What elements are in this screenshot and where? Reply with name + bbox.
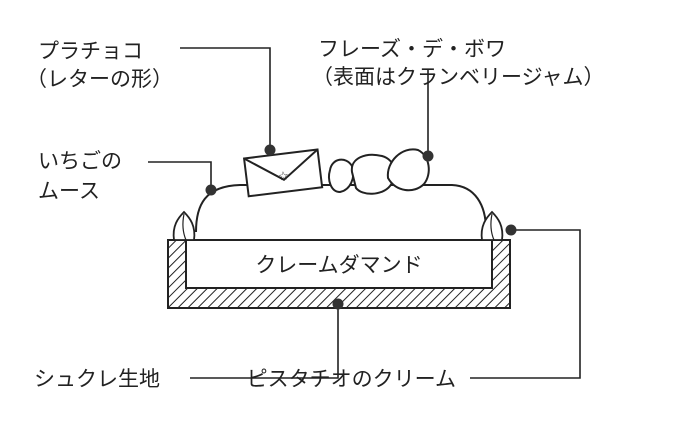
wild-strawberry-1 xyxy=(328,158,355,194)
pistachio-cream-right xyxy=(480,210,504,241)
label-strawberry-mousse-1: いちごの xyxy=(38,149,122,173)
leader-lines xyxy=(148,47,581,379)
strawberry-mousse xyxy=(195,184,487,233)
wild-strawberry-3 xyxy=(386,148,430,192)
label-pistachio-cream: ピスタチオのクリーム xyxy=(247,367,456,391)
pistachio-cream-left xyxy=(172,210,196,241)
chocolate-letter: ☆ xyxy=(242,148,324,198)
marker-dots xyxy=(205,144,517,310)
label-fraises-des-bois: フレーズ・デ・ボワ xyxy=(318,37,506,61)
creme-damande-layer xyxy=(185,239,493,289)
label-plastic-chocolate-note: （レターの形） xyxy=(26,67,173,91)
label-creme-damande: クレームダマンド xyxy=(255,253,422,277)
label-strawberry-mousse-2: ムース xyxy=(38,179,100,203)
label-fraises-des-bois-note: （表面はクランベリージャム） xyxy=(312,65,605,89)
star-icon: ☆ xyxy=(277,168,289,183)
label-plastic-chocolate: プラチョコ xyxy=(38,39,143,63)
label-pate-sucree: シュクレ生地 xyxy=(34,367,160,391)
